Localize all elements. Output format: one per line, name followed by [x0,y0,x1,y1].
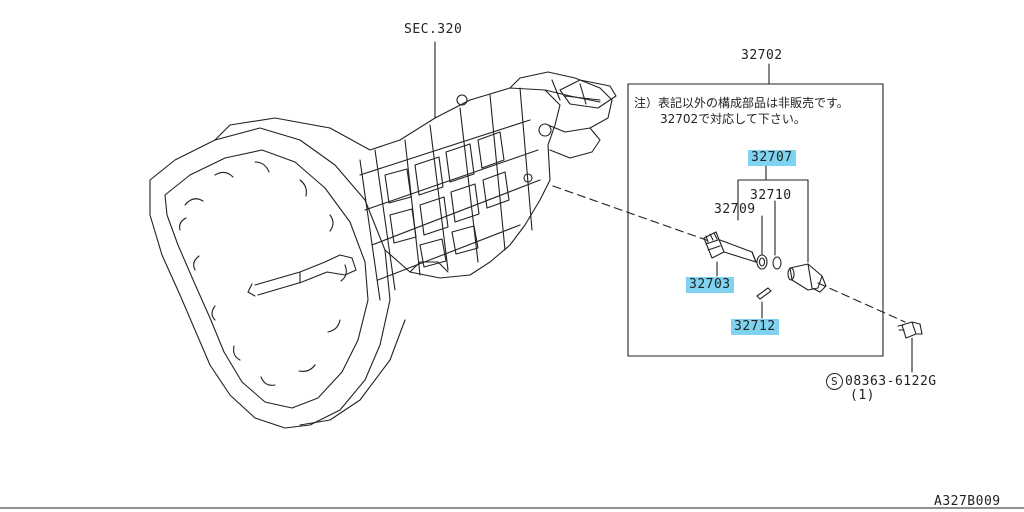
label-32702: 32702 [741,48,783,63]
case-boss [457,95,467,105]
part-32712-pin [757,288,771,299]
bolt-part-number: 08363-6122G [845,374,937,389]
bell-housing-rim [165,150,368,408]
transmission-assembly [150,72,616,428]
lower-flange [300,262,448,425]
case-boss [524,174,532,182]
label-32710: 32710 [750,188,792,203]
part-32703-gear [704,232,756,262]
part-32710-oring [773,257,781,269]
rear-extension [510,72,612,158]
case-pockets [385,132,509,267]
note-line-1: 注）表記以外の構成部品は非販売です。 [634,96,849,110]
shifter-tower [560,80,616,108]
label-32707: 32707 [748,150,796,166]
bell-housing [150,128,390,428]
main-case [215,88,560,278]
part-32709-seal [757,255,767,269]
dashed-line-upper [553,186,712,242]
case-ribs [360,88,540,300]
part-32707-sleeve [788,264,826,292]
label-32703: 32703 [686,277,734,293]
dashed-line-lower [818,283,905,322]
bolt [898,322,922,338]
input-shaft [248,255,356,296]
note-line-2: 32702で対応して下さい。 [660,112,806,126]
case-boss [539,124,551,136]
label-32712: 32712 [731,319,779,335]
standard-part-icon: S [826,373,843,390]
label-32709: 32709 [714,202,756,217]
label-sec320: SEC.320 [404,22,463,37]
label-bolt-qty: (1) [850,388,875,403]
bracket-32707 [738,166,808,262]
kit-box [628,84,883,356]
drawing-id: A327B009 [934,494,1001,509]
